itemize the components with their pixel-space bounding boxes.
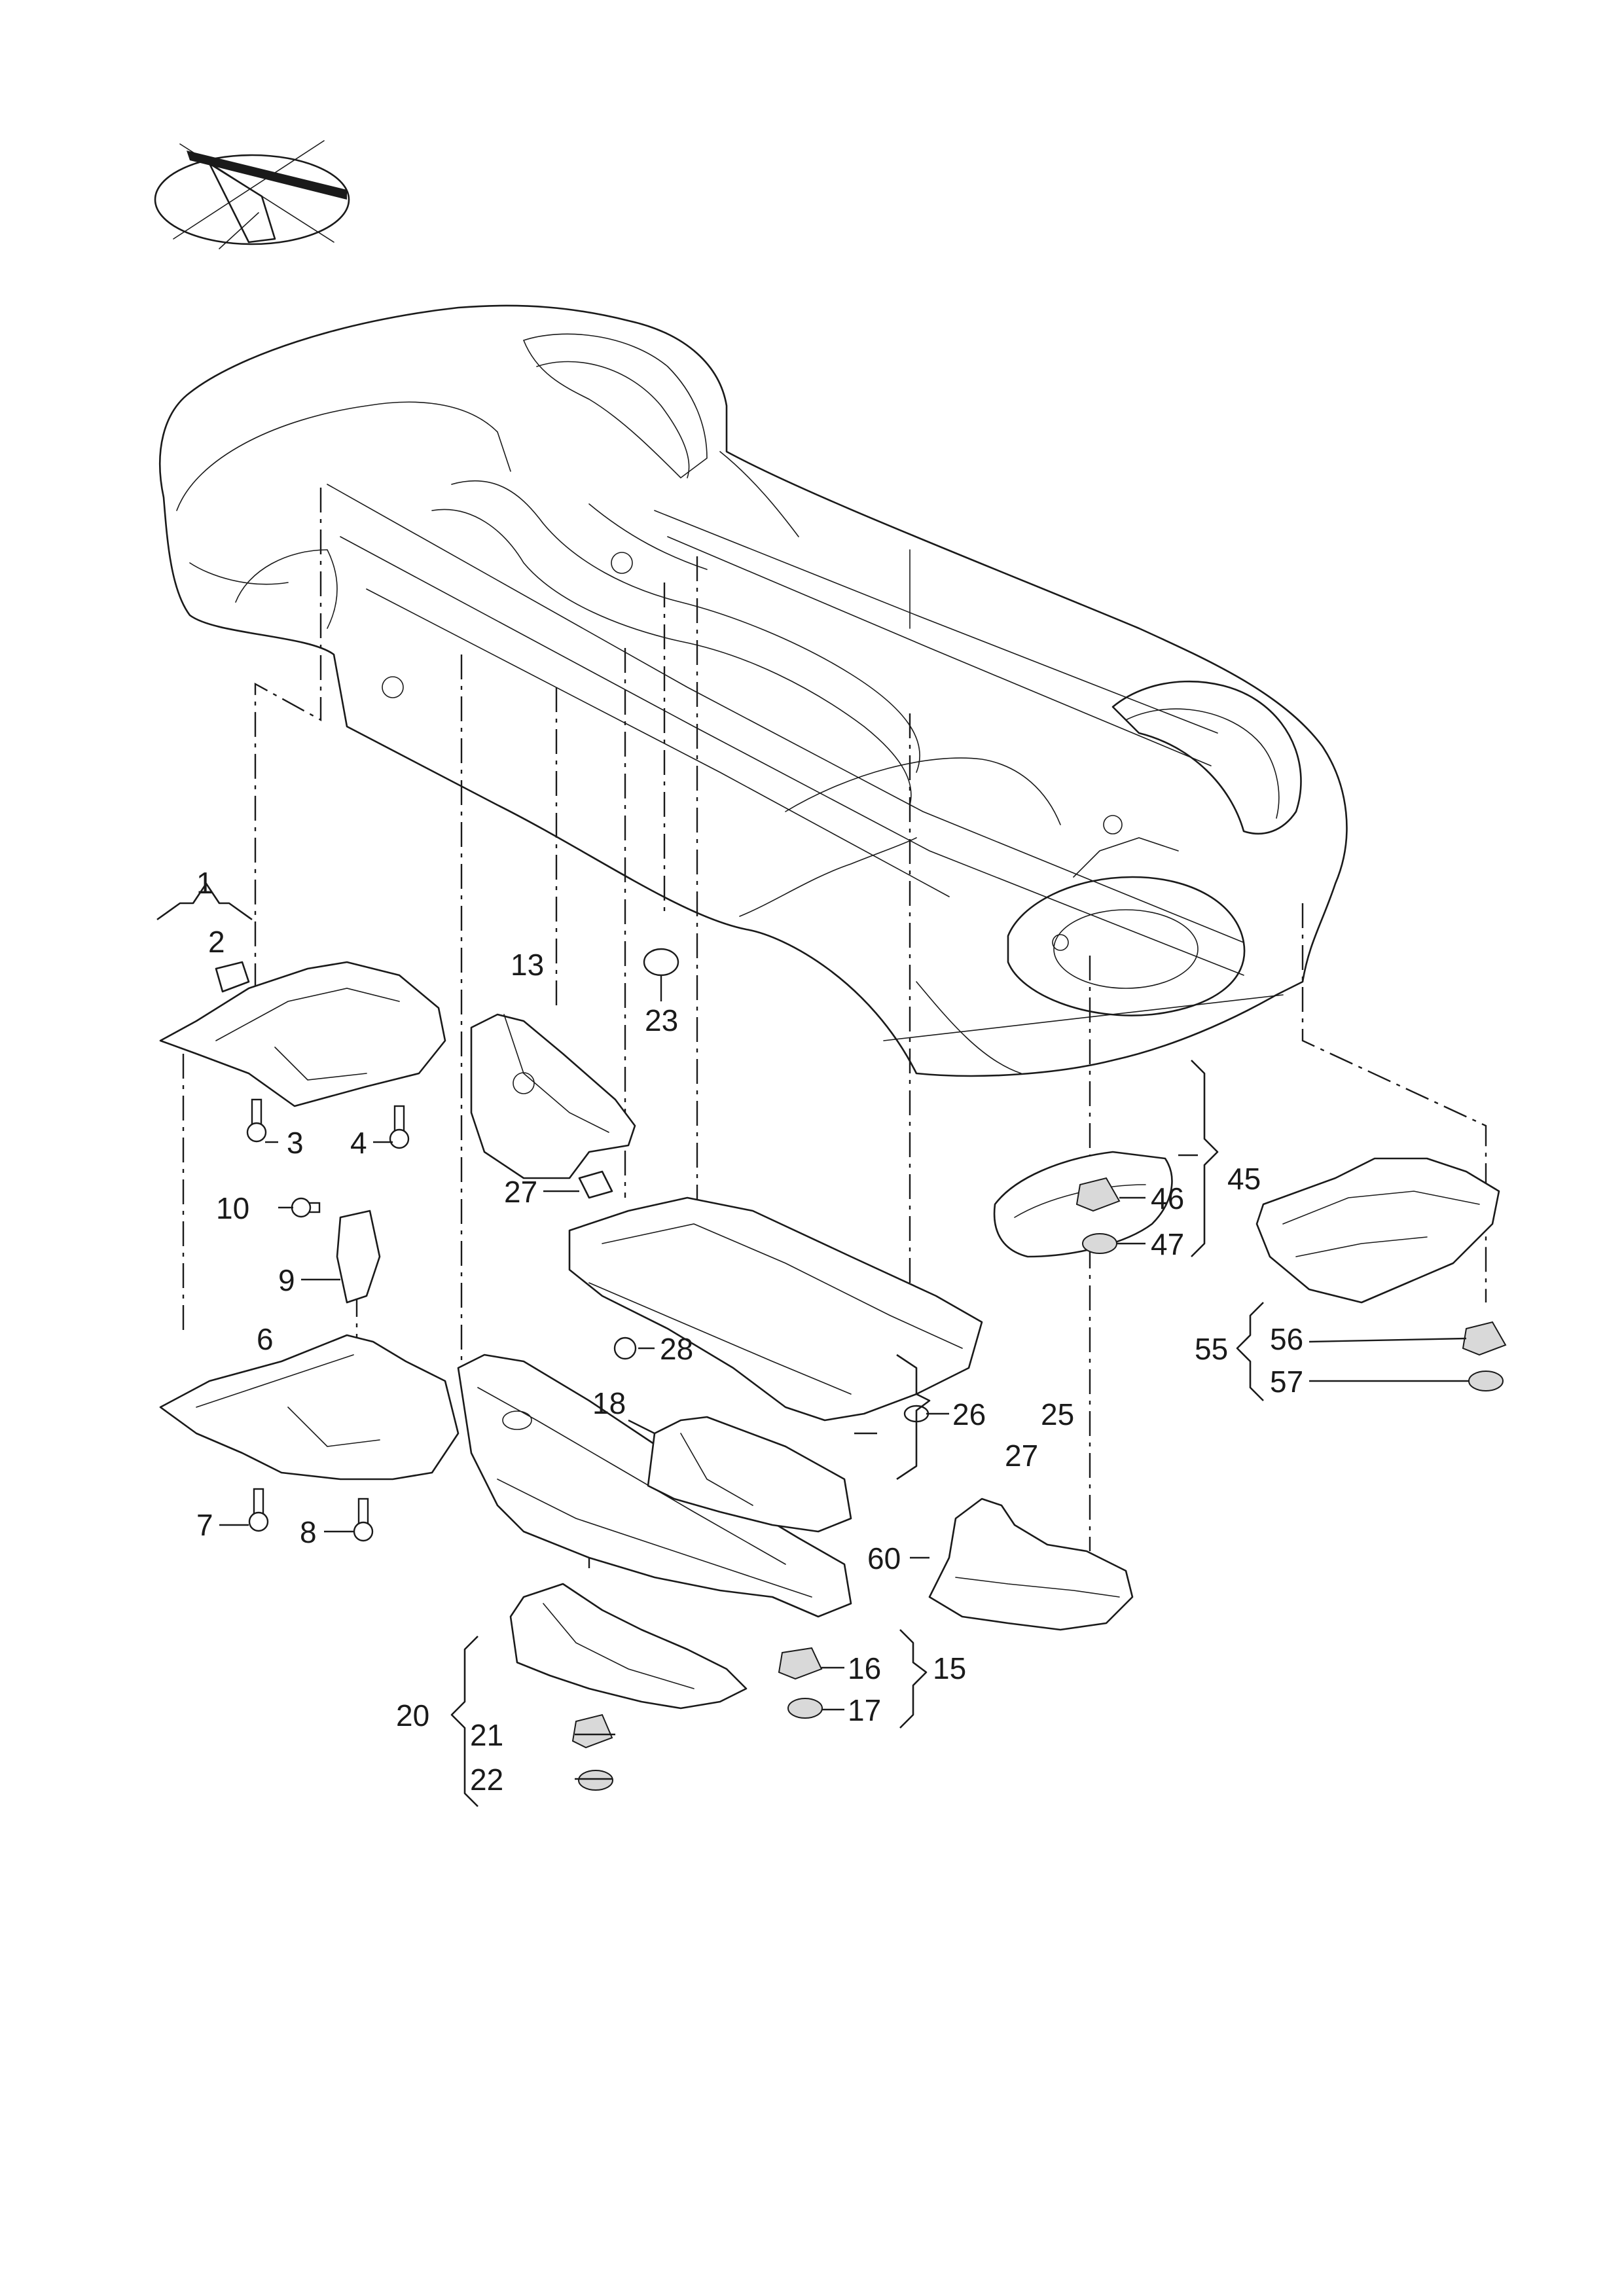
label-9: 9 [278,1263,295,1297]
part-8-bolt [353,1498,374,1542]
label-28: 28 [660,1332,693,1366]
label-18: 18 [592,1386,626,1420]
part-13-heat-shield [470,1013,636,1179]
part-47-clip [1082,1233,1117,1254]
part-1-engine-guard [159,961,446,1107]
part-17-clip [787,1698,823,1719]
part-10-bolt [291,1197,321,1218]
label-13: 13 [511,948,544,982]
label-26: 26 [952,1397,986,1431]
label-10: 10 [216,1191,249,1225]
label-57: 57 [1270,1365,1303,1399]
label-23: 23 [645,1003,678,1037]
part-27-clip [578,1170,613,1199]
part-18-heat-shield [647,1416,852,1533]
label-4: 4 [350,1126,367,1160]
orientation-icon [154,140,350,249]
label-7: 7 [196,1508,213,1542]
label-27a: 27 [504,1175,537,1209]
label-25: 25 [1041,1397,1074,1431]
part-21-nut [571,1713,613,1749]
part-7-bolt [248,1488,269,1532]
part-55-rear-panel [1255,1157,1500,1304]
label-60: 60 [867,1541,901,1575]
label-1: 1 [196,866,213,900]
part-23-plug [643,948,679,977]
part-2-clip [215,961,250,993]
part-56-nut [1462,1321,1507,1356]
label-3: 3 [287,1126,304,1160]
part-46-nut [1075,1177,1121,1212]
label-46: 46 [1151,1181,1184,1215]
part-25-floor-panel [568,1196,983,1422]
label-15: 15 [933,1651,966,1685]
label-56: 56 [1270,1322,1303,1356]
label-20: 20 [396,1698,429,1732]
callout-labels: 1 2 3 4 10 9 6 7 8 13 27 28 18 23 26 25 … [196,866,1303,1797]
part-9-bracket [336,1210,381,1304]
label-16: 16 [848,1651,881,1685]
label-6: 6 [257,1322,274,1356]
car-body-underside [159,304,1348,1077]
label-17: 17 [848,1693,881,1727]
label-27b: 27 [1005,1439,1038,1473]
part-16-nut [778,1647,823,1680]
part-57-clip [1468,1371,1504,1391]
label-8: 8 [300,1515,317,1549]
label-2: 2 [208,925,225,959]
part-6-underbody-panel [159,1334,460,1480]
label-47: 47 [1151,1227,1184,1261]
part-22-clip [578,1770,613,1791]
label-22: 22 [470,1763,503,1797]
group-braces [156,882,1264,1807]
leader-lines [219,975,1470,1780]
label-21: 21 [470,1718,503,1752]
part-60-rear-bracket-panel [928,1498,1134,1631]
label-55: 55 [1195,1332,1228,1366]
part-20-rear-heat-shield [509,1583,748,1710]
part-3-bolt [246,1098,267,1143]
part-4-bolt [389,1105,410,1149]
label-45: 45 [1227,1162,1261,1196]
part-28-bolt [613,1336,637,1360]
